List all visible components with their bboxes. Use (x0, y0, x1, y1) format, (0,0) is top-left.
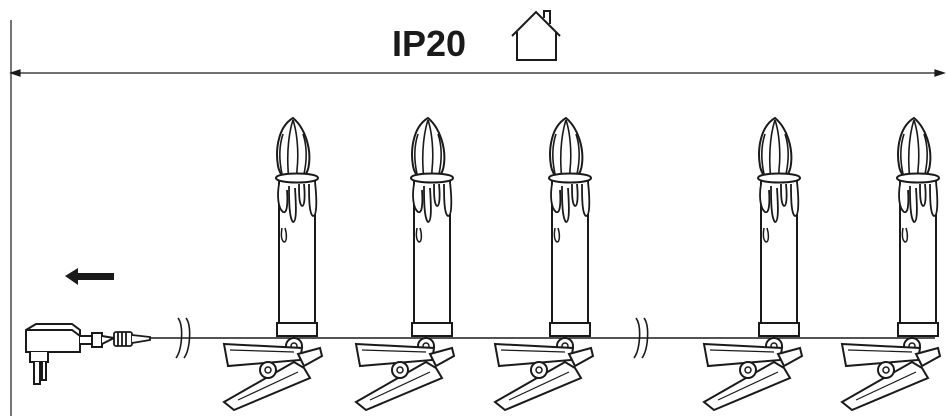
candle-2 (355, 117, 455, 411)
length-dimension-line (9, 69, 946, 77)
cable-break-mark (175, 317, 191, 359)
cable-break-mark (633, 317, 649, 359)
candle-3 (494, 117, 594, 411)
candle-5 (841, 117, 941, 411)
arrow-left-icon (65, 268, 114, 285)
cable-connector (113, 331, 151, 347)
power-adapter (25, 323, 118, 385)
candle-4 (703, 117, 803, 411)
candle-1 (223, 117, 323, 411)
ip-rating-label: IP20 (392, 23, 467, 64)
house-icon (511, 10, 561, 61)
